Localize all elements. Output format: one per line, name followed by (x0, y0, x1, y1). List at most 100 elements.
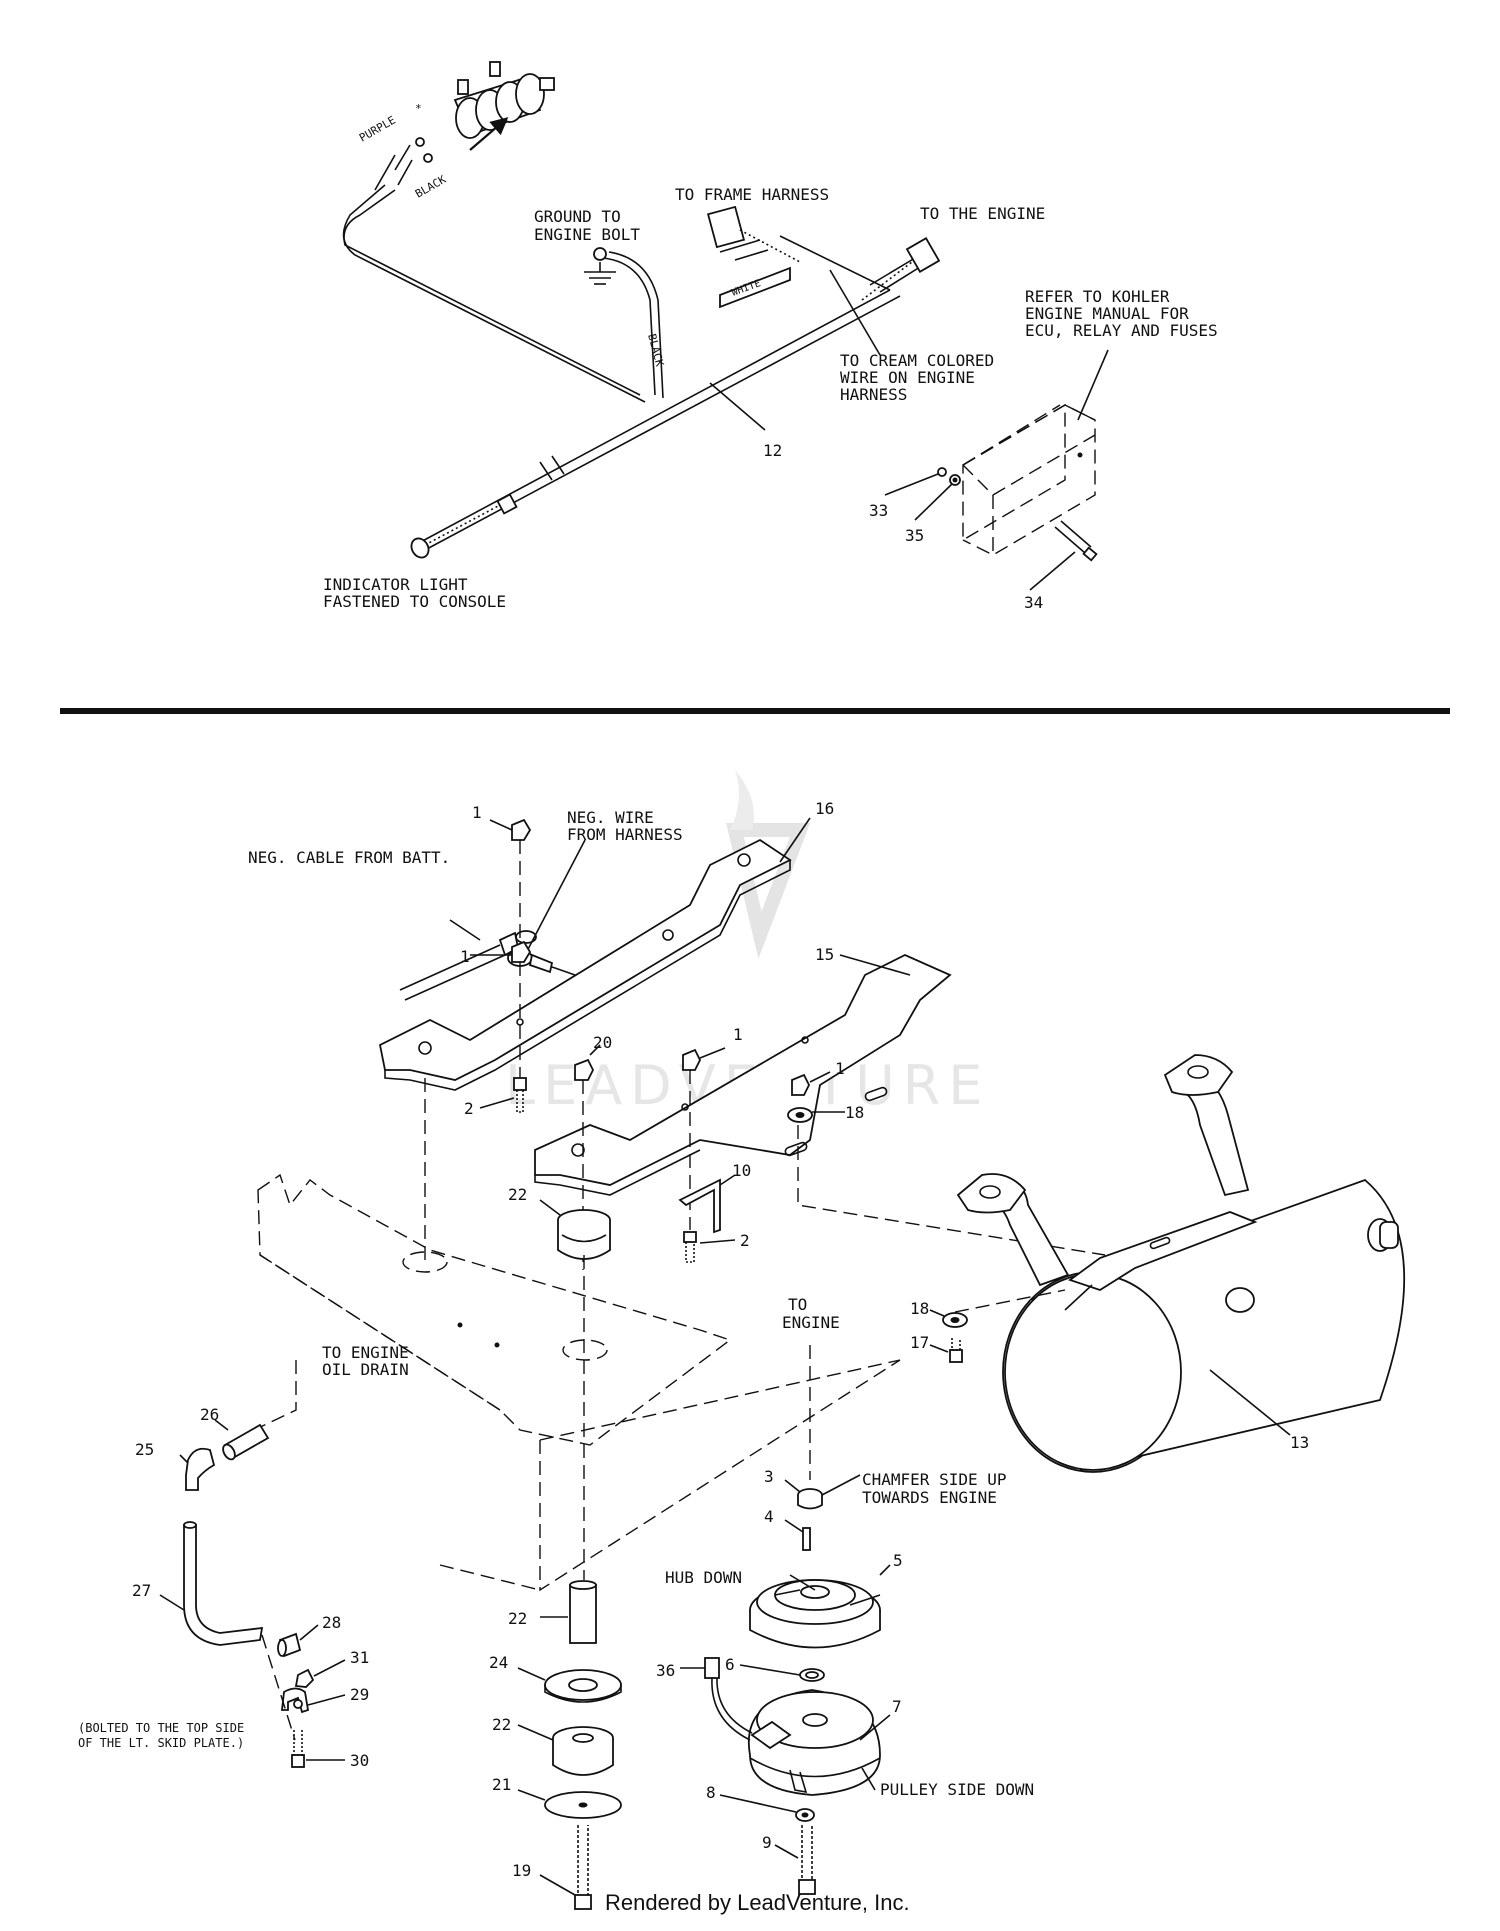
bolt-2-b (683, 1231, 697, 1263)
skid-plate-label-line2: OF THE LT. SKID PLATE.) (78, 1736, 244, 1750)
clutch-7 (747, 1689, 881, 1796)
bolt-30 (291, 1730, 305, 1768)
part-number-16: 16 (815, 799, 834, 818)
washer-21 (544, 1791, 622, 1819)
muffler-13 (1002, 1178, 1406, 1473)
skid-plate-label-line1: (BOLTED TO THE TOP SIDE (78, 1721, 244, 1735)
elbow-25 (185, 1447, 216, 1491)
bolt-2-a (513, 1077, 527, 1113)
part-number-19: 19 (512, 1861, 531, 1880)
key-4 (802, 1527, 811, 1551)
indicator-light-connector (410, 493, 518, 559)
part-number-35: 35 (905, 526, 924, 545)
part-number-1-d: 1 (835, 1059, 845, 1078)
bolt-9 (798, 1825, 816, 1895)
bottom-exploded-diagram: NEG. WIRE FROM HARNESS NEG. CABLE FROM B… (78, 799, 1406, 1910)
wire-label-black-ground: BLACK (645, 332, 666, 368)
part-number-2-b: 2 (740, 1231, 750, 1250)
oil-drain-label-line2: OIL DRAIN (322, 1360, 409, 1379)
isolator-22-c (552, 1726, 614, 1776)
cap-28 (277, 1632, 302, 1658)
top-wiring-diagram: WHITE BLACK (323, 61, 1218, 612)
cream-label-line2: WIRE ON ENGINE (840, 368, 975, 387)
section-divider (60, 708, 1450, 714)
part-number-24: 24 (489, 1653, 508, 1672)
part-number-27: 27 (132, 1581, 151, 1600)
ground-label-line2: ENGINE BOLT (534, 225, 640, 244)
pulley-side-down-label: PULLEY SIDE DOWN (880, 1780, 1034, 1799)
part-number-8: 8 (706, 1783, 716, 1802)
to-engine-label-line1: TO (788, 1295, 807, 1314)
part-number-2-a: 2 (464, 1099, 474, 1118)
part-number-6: 6 (725, 1655, 735, 1674)
bolt-17 (949, 1338, 963, 1363)
cream-label-line3: HARNESS (840, 385, 907, 404)
kohler-label-line1: REFER TO KOHLER (1025, 287, 1170, 306)
washer-24 (544, 1669, 622, 1703)
bolt-34 (1054, 520, 1098, 562)
nut-1-a (511, 818, 532, 841)
part-number-18-b: 18 (910, 1299, 929, 1318)
chamfer-label-line2: TOWARDS ENGINE (862, 1488, 997, 1507)
hub-down-label: HUB DOWN (665, 1568, 742, 1587)
part-number-29: 29 (350, 1685, 369, 1704)
nut-1-d (791, 1073, 811, 1096)
wire-label-star: * (415, 102, 422, 115)
part-number-12: 12 (763, 441, 782, 460)
engine-connector (861, 237, 941, 301)
part-number-1-c: 1 (733, 1025, 743, 1044)
hose-26 (222, 1423, 270, 1461)
part-number-26: 26 (200, 1405, 219, 1424)
part-number-22-c: 22 (492, 1715, 511, 1734)
part-number-1-b: 1 (460, 947, 470, 966)
part-number-7: 7 (892, 1697, 902, 1716)
indicator-label-line1: INDICATOR LIGHT (323, 575, 468, 594)
frame-harness-label: TO FRAME HARNESS (675, 185, 829, 204)
part-number-17: 17 (910, 1333, 929, 1352)
part-number-33: 33 (869, 501, 888, 520)
part-number-15: 15 (815, 945, 834, 964)
ground-label-line1: GROUND TO (534, 207, 621, 226)
chamfer-label-line1: CHAMFER SIDE UP (862, 1470, 1007, 1489)
isolator-22-a (557, 1209, 611, 1260)
nut-1-c (682, 1048, 702, 1071)
part-number-28: 28 (322, 1613, 341, 1632)
neg-cable-label: NEG. CABLE FROM BATT. (248, 848, 450, 867)
neg-wire-label-line2: FROM HARNESS (567, 825, 683, 844)
part-number-5: 5 (893, 1551, 903, 1570)
part-number-1-a: 1 (472, 803, 482, 822)
kohler-label-line2: ENGINE MANUAL FOR (1025, 304, 1189, 323)
bolt-19 (574, 1825, 592, 1910)
watermark-logo (726, 770, 811, 959)
nut-33 (937, 467, 947, 477)
clip-10 (678, 1178, 721, 1234)
nut-20 (574, 1058, 595, 1081)
part-number-22-b: 22 (508, 1609, 527, 1628)
part-number-36: 36 (656, 1661, 675, 1680)
part-number-4: 4 (764, 1507, 774, 1526)
part-number-25: 25 (135, 1440, 154, 1459)
part-number-30: 30 (350, 1751, 369, 1770)
to-engine-label: TO THE ENGINE (920, 204, 1045, 223)
part-number-22-a: 22 (508, 1185, 527, 1204)
part-number-18-a: 18 (845, 1103, 864, 1122)
to-engine-label-line2: ENGINE (782, 1313, 840, 1332)
nut-31 (294, 1668, 315, 1688)
part-number-31: 31 (350, 1648, 369, 1667)
oil-drain-label-line1: TO ENGINE (322, 1343, 409, 1362)
neg-wire-label-line1: NEG. WIRE (567, 808, 654, 827)
pulley-5 (749, 1574, 881, 1649)
part-number-20: 20 (593, 1033, 612, 1052)
spacer-22-b (569, 1580, 597, 1644)
connector-36 (704, 1657, 753, 1741)
pipe-27 (183, 1521, 264, 1646)
relay-assembly (374, 61, 555, 191)
part-number-34: 34 (1024, 593, 1043, 612)
footer-credit: Rendered by LeadVenture, Inc. (605, 1890, 910, 1915)
wire-label-black-top: BLACK (413, 173, 449, 201)
bracket-16 (378, 838, 792, 1091)
kohler-label-line3: ECU, RELAY AND FUSES (1025, 321, 1218, 340)
washer-18-a (787, 1107, 813, 1123)
